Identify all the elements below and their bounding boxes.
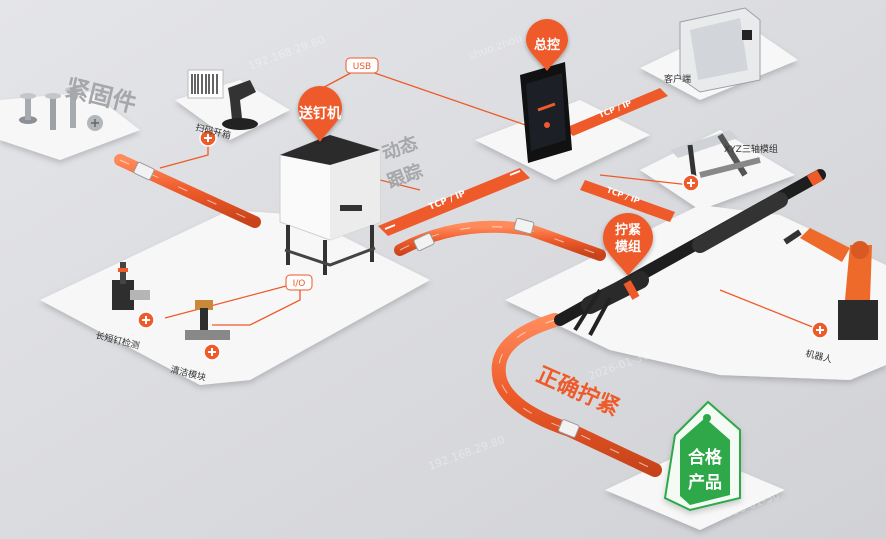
tightening-tool-icon — [554, 169, 826, 336]
length-check-icon — [112, 262, 150, 310]
pin-module-label-2: 模组 — [615, 239, 641, 255]
plus-markers — [137, 129, 829, 361]
tcp-ip-bands: TCP / IP TCP / IP TCP / IP — [378, 88, 675, 236]
plus-icon — [203, 343, 221, 361]
band-feeder-controller: TCP / IP — [378, 168, 530, 236]
usb-tag: USB — [345, 57, 379, 74]
plus-icon — [682, 174, 700, 192]
pin-controller-label: 总控 — [534, 37, 560, 53]
svg-text:USB: USB — [353, 62, 371, 72]
tube-connectors — [133, 161, 580, 438]
product-tag: 合格 产品 — [663, 400, 741, 512]
pin-feeder: 送钉机 — [298, 86, 342, 142]
io-tag: I/O — [285, 274, 313, 291]
xyz-label: XYZ三轴模组 — [724, 143, 778, 155]
line-dynamic — [379, 179, 421, 191]
product-label-2: 产品 — [688, 472, 722, 493]
robot-arm-icon — [783, 228, 878, 340]
xyz-module-icon — [670, 130, 761, 186]
line-xyz — [599, 174, 691, 186]
plus-icon — [137, 311, 155, 329]
client-label: 客户端 — [664, 73, 691, 85]
pin-module: 拧紧 模组 — [603, 213, 653, 276]
pin-module-label-1: 拧紧 — [615, 222, 641, 238]
plus-icon — [199, 129, 217, 147]
line-robot — [719, 289, 821, 331]
pin-feeder-label: 送钉机 — [298, 105, 341, 122]
pin-controller: 总控 — [526, 19, 568, 71]
scanner-icon — [187, 69, 258, 130]
svg-text:I/O: I/O — [293, 279, 306, 289]
plus-icon — [811, 321, 829, 339]
line-io — [212, 290, 301, 326]
product-label-1: 合格 — [688, 447, 723, 468]
feeder-machine-icon — [279, 134, 381, 275]
line-io-2 — [164, 284, 291, 319]
client-station-icon — [679, 7, 761, 93]
screws-icon — [19, 87, 103, 131]
cleaning-module-icon — [185, 300, 230, 340]
platform-module — [505, 205, 886, 380]
controller-tablet-icon — [520, 62, 572, 163]
platform-main — [40, 210, 430, 385]
